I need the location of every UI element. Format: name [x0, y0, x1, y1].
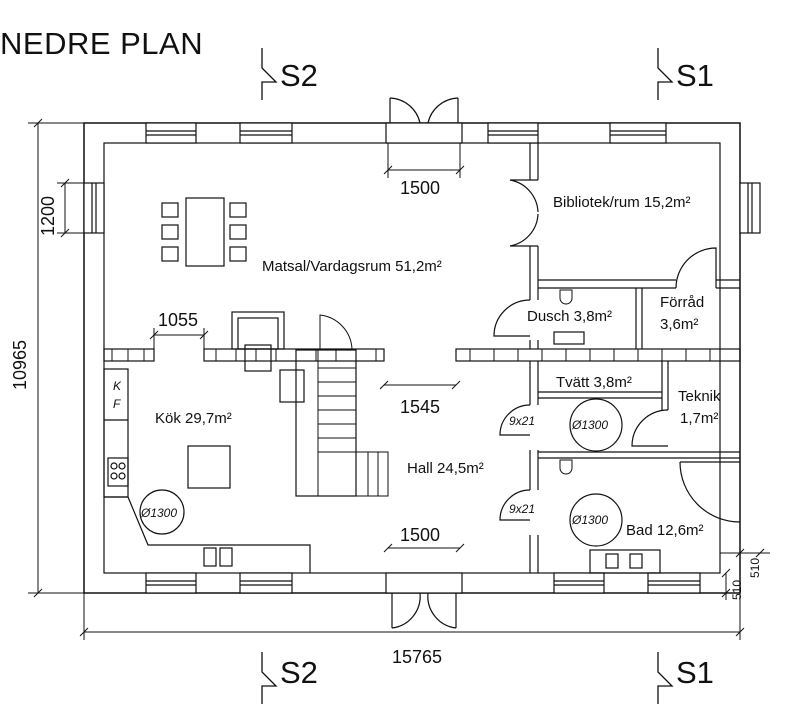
room-label-bad: Bad 12,6m² [626, 522, 704, 539]
dimension-lines [28, 118, 770, 640]
room-label-tvatt: Tvätt 3,8m² [556, 374, 632, 391]
section-label-s1-top: S1 [676, 58, 714, 93]
dimension-door-bottom: 1500 [400, 525, 441, 545]
kf-label-k: K [113, 379, 122, 393]
plan-title: NEDRE PLAN [0, 26, 204, 61]
entrance-doors [385, 97, 463, 629]
dimension-opening-mid: 1545 [400, 397, 441, 417]
windows [83, 122, 761, 594]
room-label-kok: Kök 29,7m² [155, 410, 232, 427]
dimension-height-total: 10965 [10, 339, 30, 390]
room-area-teknik: 1,7m² [680, 410, 719, 427]
room-label-forrad: Förråd [660, 294, 705, 311]
room-label-dusch: Dusch 3,8m² [527, 308, 613, 325]
dimension-width-total: 15765 [392, 647, 443, 667]
dimension-wall-b: 510 [730, 579, 744, 600]
kf-label-f: F [113, 397, 121, 411]
interior-doors [319, 179, 741, 523]
section-label-s1-bottom: S1 [676, 655, 714, 690]
room-label-bibliotek: Bibliotek/rum 15,2m² [553, 194, 691, 211]
dimension-opening-left: 1055 [158, 310, 199, 330]
interior-walls [103, 143, 741, 573]
section-markers [261, 48, 674, 704]
room-label-matsal: Matsal/Vardagsrum 51,2m² [262, 258, 442, 275]
turning-circle-hall: Ø1300 [572, 418, 609, 432]
room-area-forrad: 3,6m² [660, 316, 699, 333]
section-label-s2-top: S2 [280, 58, 318, 93]
room-label-hall: Hall 24,5m² [407, 460, 484, 477]
turning-circle-kok: Ø1300 [141, 506, 178, 520]
turning-circle-bad: Ø1300 [572, 513, 609, 527]
furniture [103, 197, 661, 574]
dimension-wall-a: 510 [748, 557, 762, 578]
room-label-teknik: Teknik [678, 388, 721, 405]
dimension-window-side: 1200 [38, 195, 58, 236]
dimension-door-top: 1500 [400, 178, 441, 198]
door-size-upper: 9x21 [509, 414, 536, 428]
door-size-lower: 9x21 [509, 502, 536, 516]
section-label-s2-bottom: S2 [280, 655, 318, 690]
